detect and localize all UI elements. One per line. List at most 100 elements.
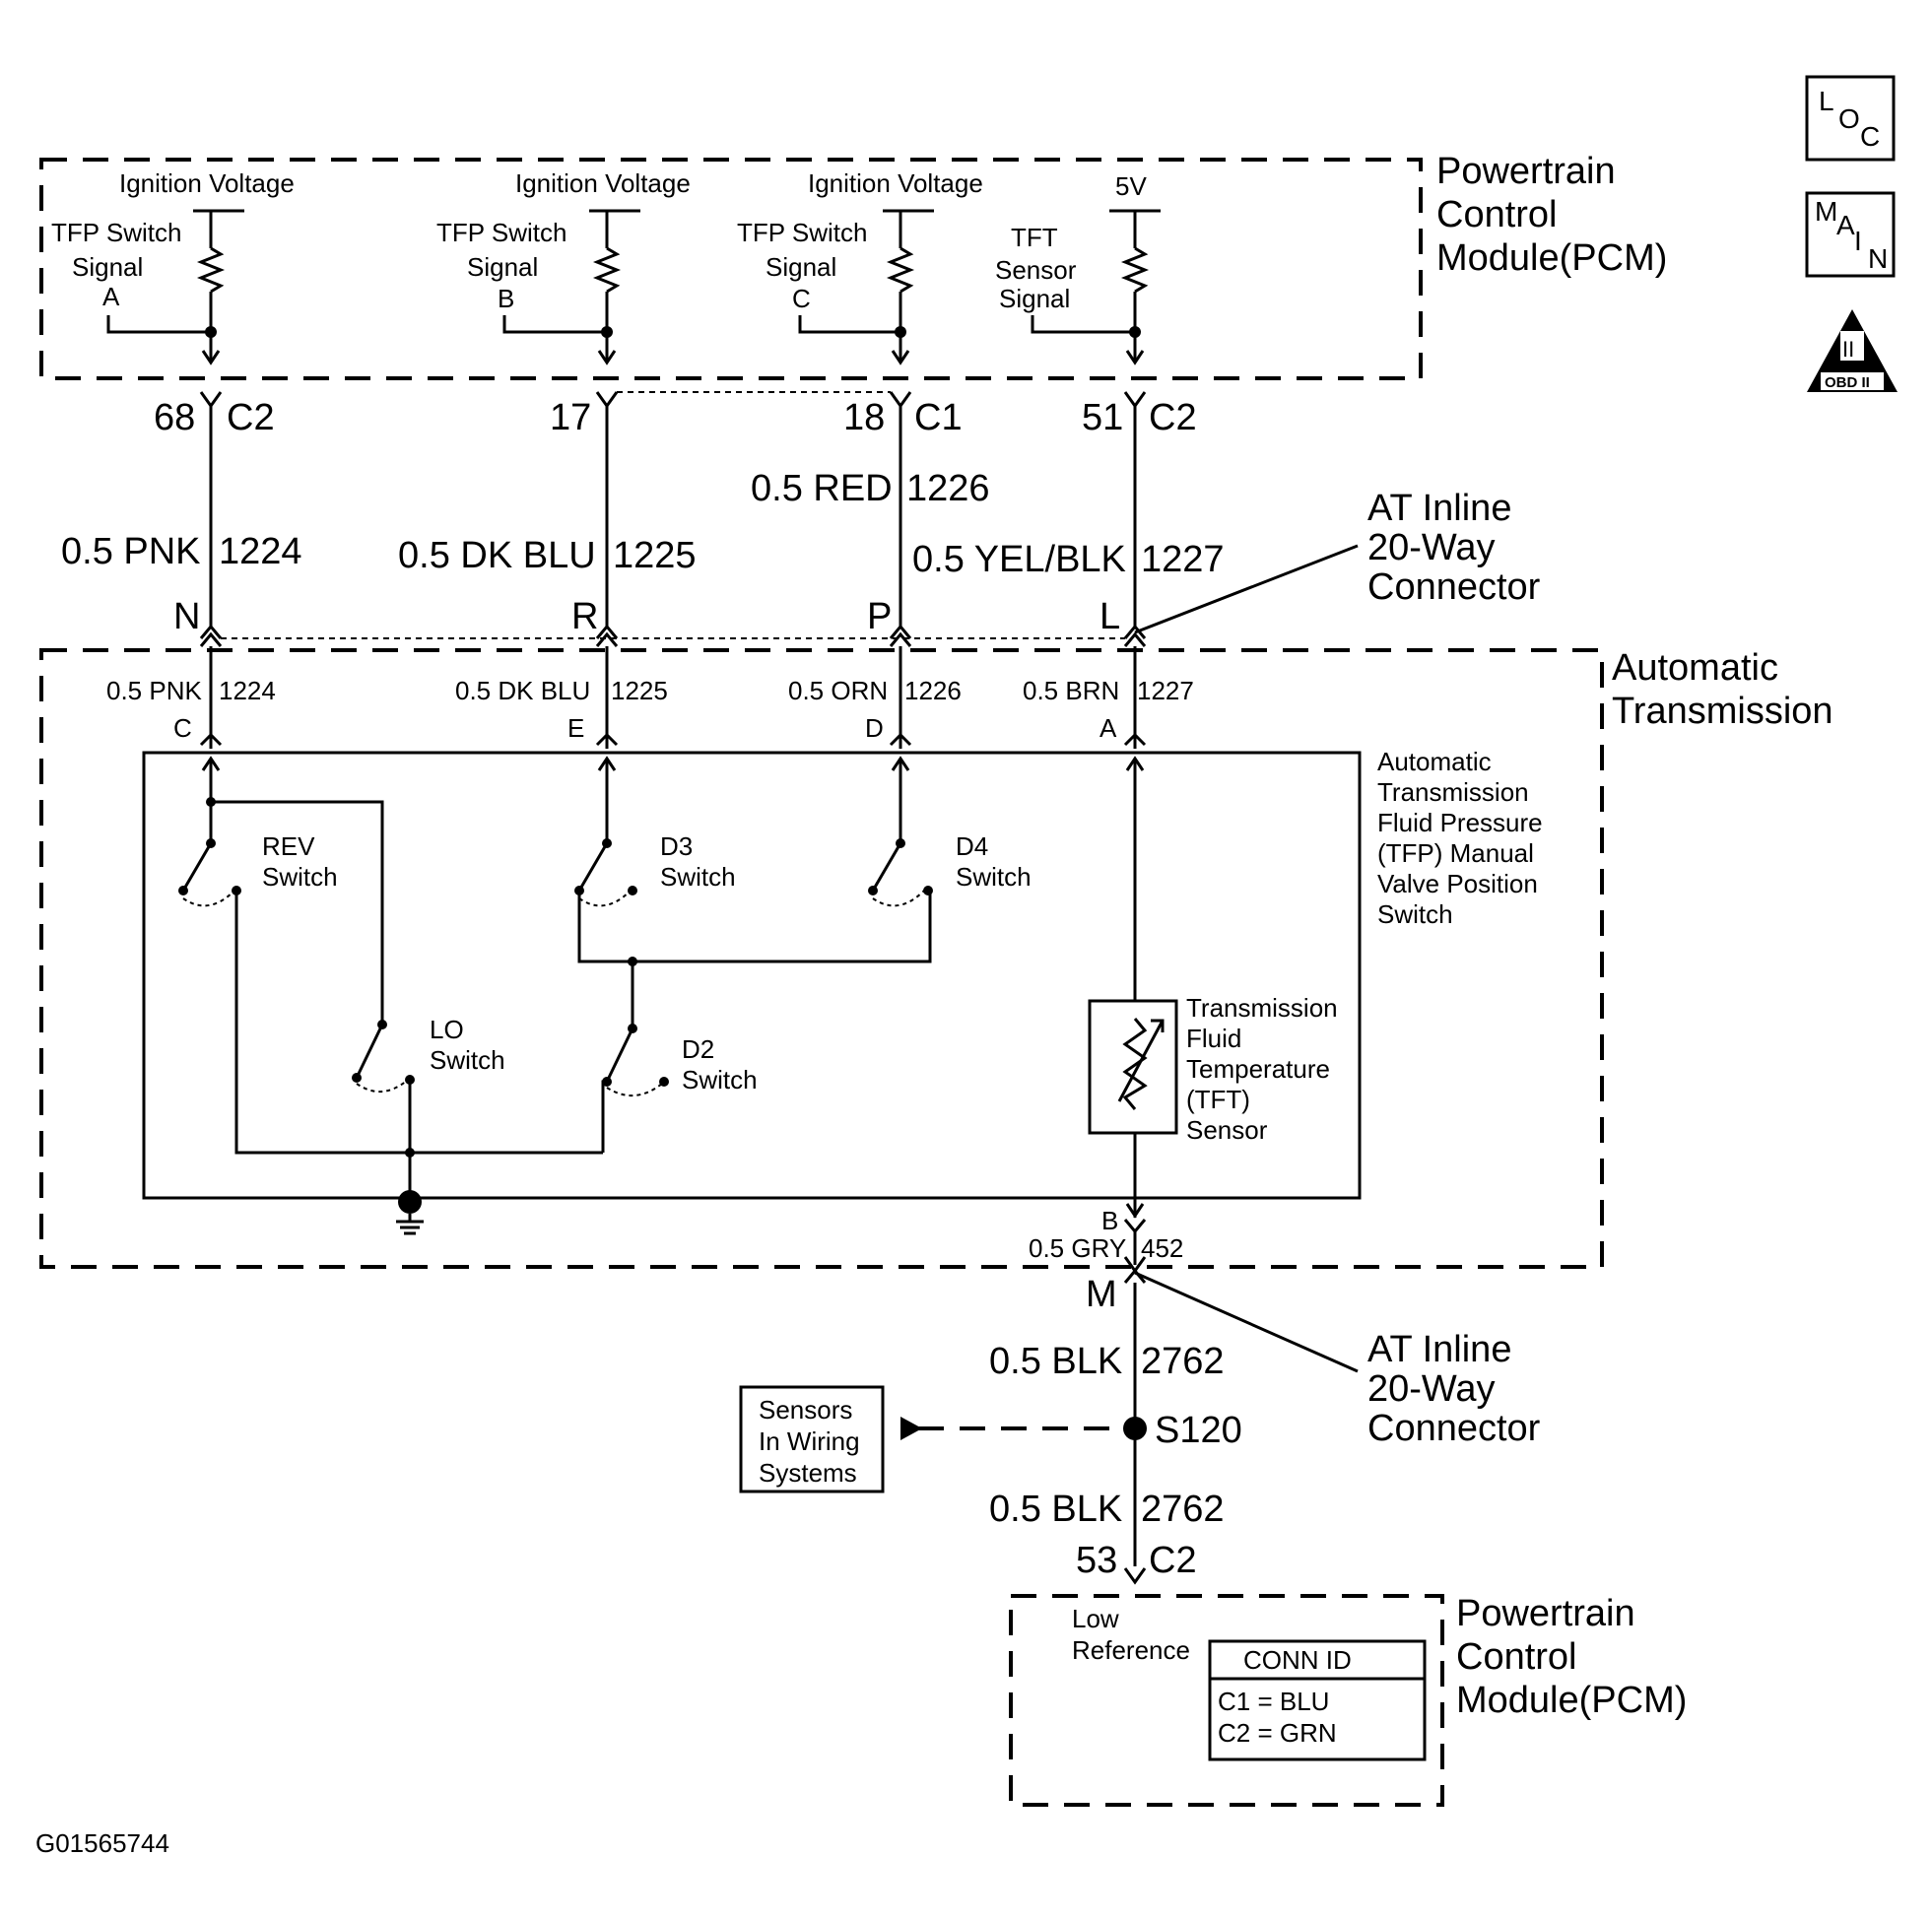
- pcm-pin-18: 18 C1: [843, 391, 963, 438]
- tft-signal-line-1: TFT: [1011, 223, 1058, 252]
- conn-id-row-c2: C2 = GRN: [1218, 1718, 1337, 1748]
- transmission-title-line-1: Automatic: [1612, 647, 1778, 689]
- wire-2762-lower-gauge: 0.5 BLK: [989, 1489, 1122, 1530]
- main-icon-letter-4: N: [1868, 243, 1888, 274]
- inline-top-label-line-1: AT Inline: [1367, 488, 1511, 529]
- inline-bottom-label-line-2: 20-Way: [1367, 1368, 1496, 1410]
- pcm-pin-68-conn: C2: [227, 397, 275, 438]
- wire-1226-gauge: 0.5 RED: [751, 468, 893, 509]
- loc-icon: L O C: [1805, 75, 1896, 162]
- pcm-pin-51: 51 C2: [1082, 391, 1197, 438]
- pullup-circuit-c: [798, 209, 934, 365]
- lo-switch-label-line-1: LO: [430, 1015, 464, 1044]
- pcm-top-box: [39, 158, 1423, 380]
- low-reference-line-2: Reference: [1072, 1635, 1190, 1665]
- loc-icon-letter-3: C: [1860, 121, 1880, 152]
- inline-bottom-label-line-1: AT Inline: [1367, 1329, 1511, 1370]
- splice-label: S120: [1155, 1410, 1242, 1451]
- inline-connector-top: N R P L: [173, 544, 1359, 647]
- pcm-pin-68: 68 C2: [154, 391, 275, 438]
- tfp-switch-title-line-6: Switch: [1377, 899, 1453, 929]
- transmission-box: [39, 648, 1604, 1269]
- rev-switch-label-line-1: REV: [262, 831, 315, 861]
- pullup-circuit-a: [106, 209, 244, 365]
- inline-pin-n: N: [173, 596, 200, 637]
- rev-switch: REV Switch: [178, 756, 603, 1155]
- trans-wire-1226-gauge: 0.5 ORN: [788, 676, 888, 705]
- wire-2762-upper-gauge: 0.5 BLK: [989, 1341, 1122, 1382]
- tfp-signal-b-line-2: Signal: [467, 252, 538, 282]
- pcm-pin-53-number: 53: [1076, 1540, 1117, 1581]
- figure-id: G01565744: [35, 1828, 169, 1858]
- low-reference-line-1: Low: [1072, 1604, 1119, 1633]
- splice-s120: S120: [1123, 1410, 1242, 1451]
- inline-connector-top-label: AT Inline 20-Way Connector: [1367, 488, 1541, 608]
- trans-pin-b-arrow: [1123, 1219, 1147, 1234]
- pcm-pin-17-number: 17: [550, 397, 591, 438]
- obd-icon-numeral: II: [1842, 337, 1854, 362]
- pcm-pin-18-number: 18: [843, 397, 885, 438]
- d3-switch: D3 Switch: [574, 756, 932, 963]
- d2-switch: D2 Switch: [601, 957, 758, 1153]
- d3-switch-label-line-2: Switch: [660, 862, 736, 892]
- trans-wire-1225-circuit: 1225: [611, 676, 668, 705]
- tft-label-line-2: Fluid: [1186, 1024, 1241, 1053]
- trans-pin-b: B: [1101, 1206, 1118, 1235]
- trans-pin-a: A: [1099, 713, 1117, 743]
- sensors-box-line-3: Systems: [759, 1458, 857, 1488]
- main-icon-letter-3: I: [1854, 226, 1862, 256]
- wire-2762-upper-circuit: 2762: [1141, 1341, 1225, 1382]
- obd-icon-label: OBD II: [1825, 374, 1870, 391]
- rev-switch-label-line-2: Switch: [262, 862, 338, 892]
- inline-pin-p: P: [867, 596, 892, 637]
- pcm-pin-68-number: 68: [154, 397, 195, 438]
- trans-pin-d: D: [865, 713, 884, 743]
- inline-pin-r: R: [571, 596, 598, 637]
- tfp-switch-assembly: [142, 751, 1362, 1200]
- trans-wire-1227-circuit: 1227: [1137, 676, 1194, 705]
- conn-id-row-c1: C1 = BLU: [1218, 1687, 1329, 1716]
- inline-bottom-label-line-3: Connector: [1367, 1408, 1541, 1449]
- tft-label-line-5: Sensor: [1186, 1115, 1268, 1145]
- tfp-signal-c-line-3: C: [792, 284, 811, 313]
- inline-pin-l: L: [1099, 596, 1120, 637]
- main-icon-letter-2: A: [1836, 210, 1855, 240]
- tfp-switch-title: Automatic Transmission Fluid Pressure (T…: [1377, 747, 1543, 929]
- pcm-bottom-title-line-1: Powertrain: [1456, 1593, 1635, 1634]
- pcm-top-title-line-1: Powertrain: [1436, 151, 1616, 192]
- tft-signal-line-2: Sensor: [995, 255, 1077, 285]
- wire-1224-gauge: 0.5 PNK: [61, 531, 201, 572]
- main-icon: M A I N: [1805, 191, 1896, 278]
- pcm-pin-51-conn: C2: [1149, 397, 1197, 438]
- loc-icon-letter-2: O: [1838, 103, 1860, 134]
- pcm-bottom-title-line-3: Module(PCM): [1456, 1680, 1687, 1721]
- inline-top-label-line-3: Connector: [1367, 566, 1541, 608]
- inline-connector-bottom: M AT Inline 20-Way Connector: [1086, 1256, 1541, 1449]
- pcm-bottom-title: Powertrain Control Module(PCM): [1456, 1593, 1687, 1721]
- wire-1224-circuit: 1224: [219, 531, 302, 572]
- wire-1226-circuit: 1226: [906, 468, 990, 509]
- tft-label-line-1: Transmission: [1186, 993, 1338, 1023]
- tfp-signal-c-line-1: TFP Switch: [737, 218, 867, 247]
- trans-wire-1226-circuit: 1226: [904, 676, 962, 705]
- tft-label-line-4: (TFT): [1186, 1085, 1250, 1114]
- lo-switch: LO Switch: [211, 800, 505, 1198]
- transmission-title-line-2: Transmission: [1612, 691, 1833, 732]
- trans-wire-1224-circuit: 1224: [219, 676, 276, 705]
- pcm-bottom-box: [1009, 1594, 1444, 1807]
- tfp-switch-title-line-3: Fluid Pressure: [1377, 808, 1543, 837]
- trans-connector-arrows: [199, 732, 1147, 747]
- conn-id-table: CONN ID C1 = BLU C2 = GRN: [1208, 1639, 1427, 1761]
- tfp-switch-title-line-5: Valve Position: [1377, 869, 1538, 898]
- ignition-voltage-label-b: Ignition Voltage: [515, 168, 691, 198]
- wire-1225-circuit: 1225: [613, 535, 697, 576]
- trans-wire-1224-gauge: 0.5 PNK: [106, 676, 202, 705]
- wire-452-circuit: 452: [1141, 1233, 1183, 1263]
- wire-2762-lower-circuit: 2762: [1141, 1489, 1225, 1530]
- pcm-top-title: Powertrain Control Module(PCM): [1436, 151, 1667, 279]
- sensors-box-line-2: In Wiring: [759, 1426, 860, 1456]
- tfp-signal-b-line-1: TFP Switch: [436, 218, 566, 247]
- pcm-pin-51-number: 51: [1082, 397, 1123, 438]
- tft-label-line-3: Temperature: [1186, 1054, 1330, 1084]
